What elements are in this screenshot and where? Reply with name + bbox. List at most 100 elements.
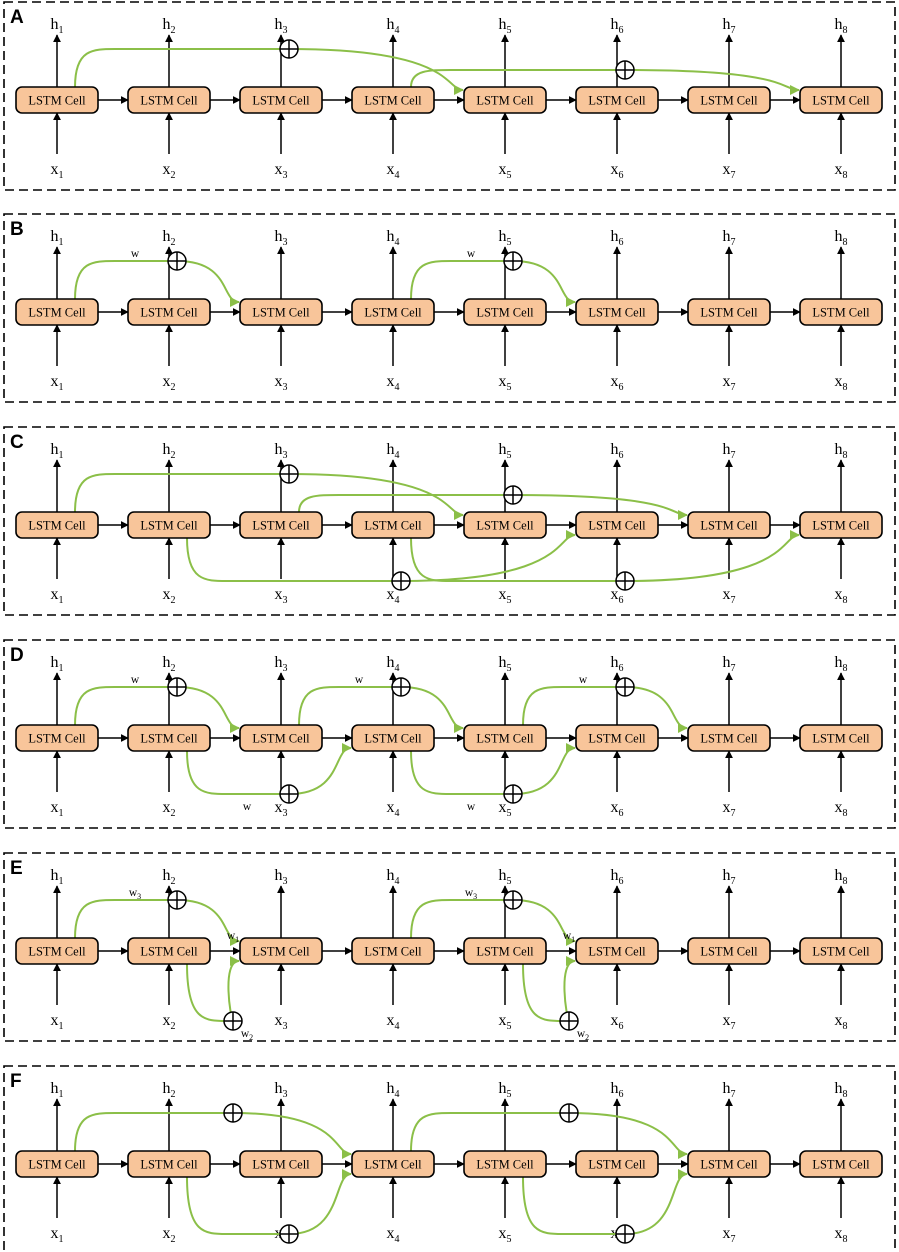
input-label-x6: x6 <box>611 161 624 181</box>
lstm-cell: LSTM Cell <box>463 724 547 752</box>
output-label-h4: h4 <box>387 1080 400 1100</box>
input-label-x1: x1 <box>51 586 64 606</box>
lstm-cell: LSTM Cell <box>575 937 659 965</box>
panel-letter: E <box>10 858 23 879</box>
weight-label: w <box>467 248 476 260</box>
output-label-h8: h8 <box>835 867 848 887</box>
output-label-h6: h6 <box>611 1080 624 1100</box>
output-label-h6: h6 <box>611 16 624 36</box>
weight-label: w <box>131 674 140 686</box>
lstm-cell-label: LSTM Cell <box>812 306 870 320</box>
output-label-h1: h1 <box>51 228 64 248</box>
circled-plus-icon <box>223 1103 243 1123</box>
lstm-cell: LSTM Cell <box>351 724 435 752</box>
circled-plus-icon <box>279 464 299 484</box>
lstm-cell: LSTM Cell <box>15 86 99 114</box>
lstm-cell: LSTM Cell <box>799 937 883 965</box>
weight-label: w <box>579 674 588 686</box>
panel-frame <box>3 639 896 829</box>
input-label-x6: x6 <box>611 373 624 393</box>
lstm-cell-label: LSTM Cell <box>476 519 534 533</box>
lstm-cell-label: LSTM Cell <box>812 94 870 108</box>
lstm-cell: LSTM Cell <box>351 937 435 965</box>
panel-letter: F <box>10 1071 22 1092</box>
input-label-x4: x4 <box>387 161 400 181</box>
lstm-cell-label: LSTM Cell <box>700 1158 758 1172</box>
input-label-x2: x2 <box>163 1225 176 1245</box>
input-label-x3: x3 <box>275 586 288 606</box>
input-label-x2: x2 <box>163 1012 176 1032</box>
skip-connection-1 <box>74 260 240 307</box>
lstm-cell-label: LSTM Cell <box>364 306 422 320</box>
lstm-cell-label: LSTM Cell <box>140 945 198 959</box>
output-label-h5: h5 <box>499 441 512 461</box>
skip-connection-4 <box>186 743 352 795</box>
panel-f: Fh1x1h2x2h3x3h4x4h5x5h6x6h7x7h8x8LSTM Ce… <box>3 1065 896 1252</box>
lstm-cell: LSTM Cell <box>463 298 547 326</box>
lstm-cell-label: LSTM Cell <box>28 519 86 533</box>
circled-plus-icon <box>391 677 411 697</box>
skip-connection-2 <box>410 260 576 307</box>
input-label-x6: x6 <box>611 799 624 819</box>
lstm-cell-label: LSTM Cell <box>700 519 758 533</box>
weight-label: w2 <box>241 1028 253 1042</box>
lstm-cell-label: LSTM Cell <box>252 94 310 108</box>
output-label-h7: h7 <box>723 654 736 674</box>
input-label-x5: x5 <box>499 586 512 606</box>
circled-plus-icon <box>167 890 187 910</box>
output-label-h6: h6 <box>611 867 624 887</box>
panel-frame <box>3 213 896 403</box>
skip-connection-3 <box>186 530 576 582</box>
lstm-cell-label: LSTM Cell <box>252 306 310 320</box>
input-label-x1: x1 <box>51 799 64 819</box>
skip-connection-3 <box>410 899 576 946</box>
output-label-h1: h1 <box>51 654 64 674</box>
input-label-x1: x1 <box>51 373 64 393</box>
lstm-cell-label: LSTM Cell <box>812 1158 870 1172</box>
lstm-cell-label: LSTM Cell <box>812 732 870 746</box>
lstm-cell-label: LSTM Cell <box>252 519 310 533</box>
lstm-cell: LSTM Cell <box>239 724 323 752</box>
panel-letter: B <box>10 219 24 240</box>
output-label-h2: h2 <box>163 441 176 461</box>
weight-label: w <box>131 248 140 260</box>
weight-label: w <box>467 801 476 813</box>
circled-plus-icon <box>559 1011 579 1031</box>
weight-label: w1 <box>563 930 575 944</box>
output-label-h5: h5 <box>499 228 512 248</box>
lstm-cell-label: LSTM Cell <box>140 1158 198 1172</box>
circled-plus-icon <box>559 1103 579 1123</box>
output-label-h4: h4 <box>387 228 400 248</box>
circled-plus-icon <box>391 571 411 591</box>
output-label-h8: h8 <box>835 441 848 461</box>
circled-plus-icon <box>503 784 523 804</box>
lstm-cell: LSTM Cell <box>351 1150 435 1178</box>
weight-label: w1 <box>227 930 239 944</box>
lstm-cell: LSTM Cell <box>15 511 99 539</box>
panel-frame <box>3 852 896 1042</box>
lstm-cell: LSTM Cell <box>687 724 771 752</box>
panel-letter: C <box>10 432 24 453</box>
lstm-cell-label: LSTM Cell <box>252 945 310 959</box>
output-label-h8: h8 <box>835 16 848 36</box>
output-label-h7: h7 <box>723 16 736 36</box>
lstm-cell: LSTM Cell <box>799 511 883 539</box>
lstm-cell: LSTM Cell <box>239 511 323 539</box>
circled-plus-icon <box>279 784 299 804</box>
output-label-h3: h3 <box>275 867 288 887</box>
output-label-h8: h8 <box>835 1080 848 1100</box>
lstm-cell: LSTM Cell <box>239 937 323 965</box>
lstm-cell-label: LSTM Cell <box>476 94 534 108</box>
output-label-h3: h3 <box>275 1080 288 1100</box>
lstm-cell-label: LSTM Cell <box>364 732 422 746</box>
circled-plus-icon <box>615 677 635 697</box>
input-label-x3: x3 <box>275 373 288 393</box>
lstm-cell: LSTM Cell <box>239 298 323 326</box>
skip-connection-2 <box>410 69 800 95</box>
circled-plus-icon <box>503 890 523 910</box>
output-label-h5: h5 <box>499 867 512 887</box>
input-label-x8: x8 <box>835 1012 848 1032</box>
lstm-cell-label: LSTM Cell <box>140 519 198 533</box>
